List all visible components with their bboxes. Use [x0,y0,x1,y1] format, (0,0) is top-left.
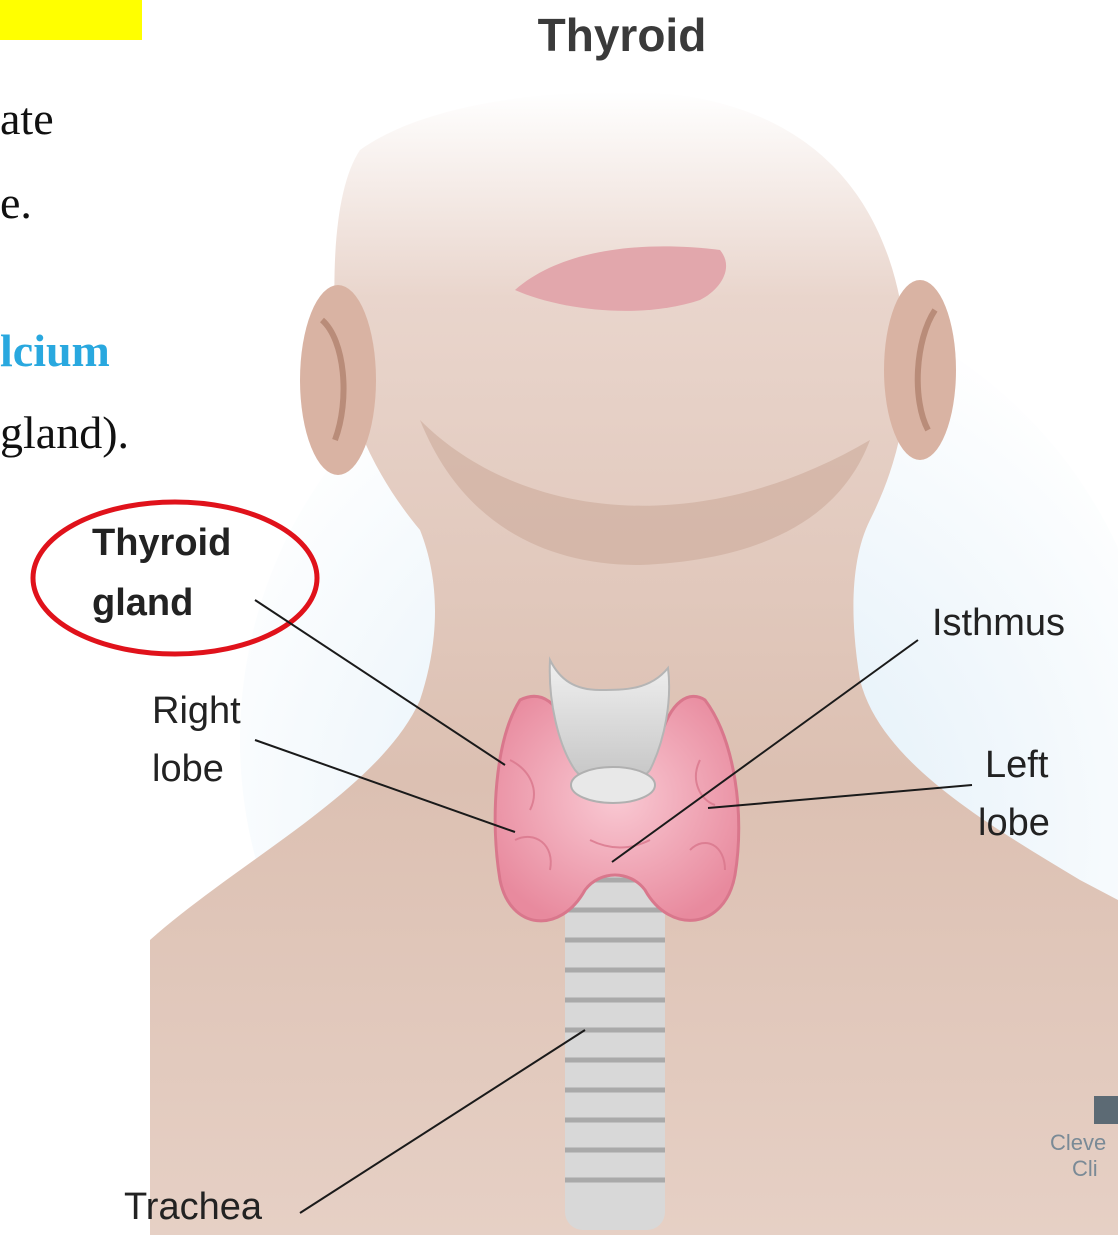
clinic-logo-line1: Cleve [1050,1130,1106,1156]
label-thyroid-gland-line1: Thyroid [92,520,231,566]
label-isthmus: Isthmus [932,600,1065,646]
diagram-title: Thyroid [472,8,772,62]
right-ear [300,285,376,475]
label-trachea: Trachea [124,1184,262,1230]
clinic-logo-text: Cleve Cli [1050,1130,1106,1182]
label-left-lobe-line2: lobe [978,800,1050,846]
label-right-lobe-line2: lobe [152,746,224,792]
label-thyroid-gland-line2: gland [92,580,193,626]
clinic-logo-icon [1094,1096,1118,1124]
label-right-lobe-line1: Right [152,688,241,734]
clinic-logo-line2: Cli [1050,1156,1106,1182]
trachea [565,850,665,1230]
label-left-lobe-line1: Left [985,742,1048,788]
